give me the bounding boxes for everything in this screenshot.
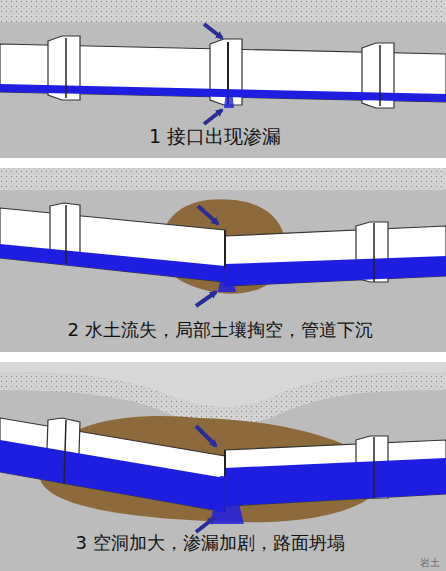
caption: 3 空洞加大，渗漏加剧，路面坍塌 bbox=[75, 531, 344, 555]
watermark: 岩土 bbox=[420, 556, 440, 570]
caption: 1 接口出现渗漏 bbox=[149, 124, 281, 150]
panel-3 bbox=[0, 362, 446, 571]
panel-2 bbox=[0, 168, 446, 352]
caption: 2 水土流失，局部土壤掏空，管道下沉 bbox=[67, 318, 372, 342]
panel-1 bbox=[0, 0, 446, 158]
